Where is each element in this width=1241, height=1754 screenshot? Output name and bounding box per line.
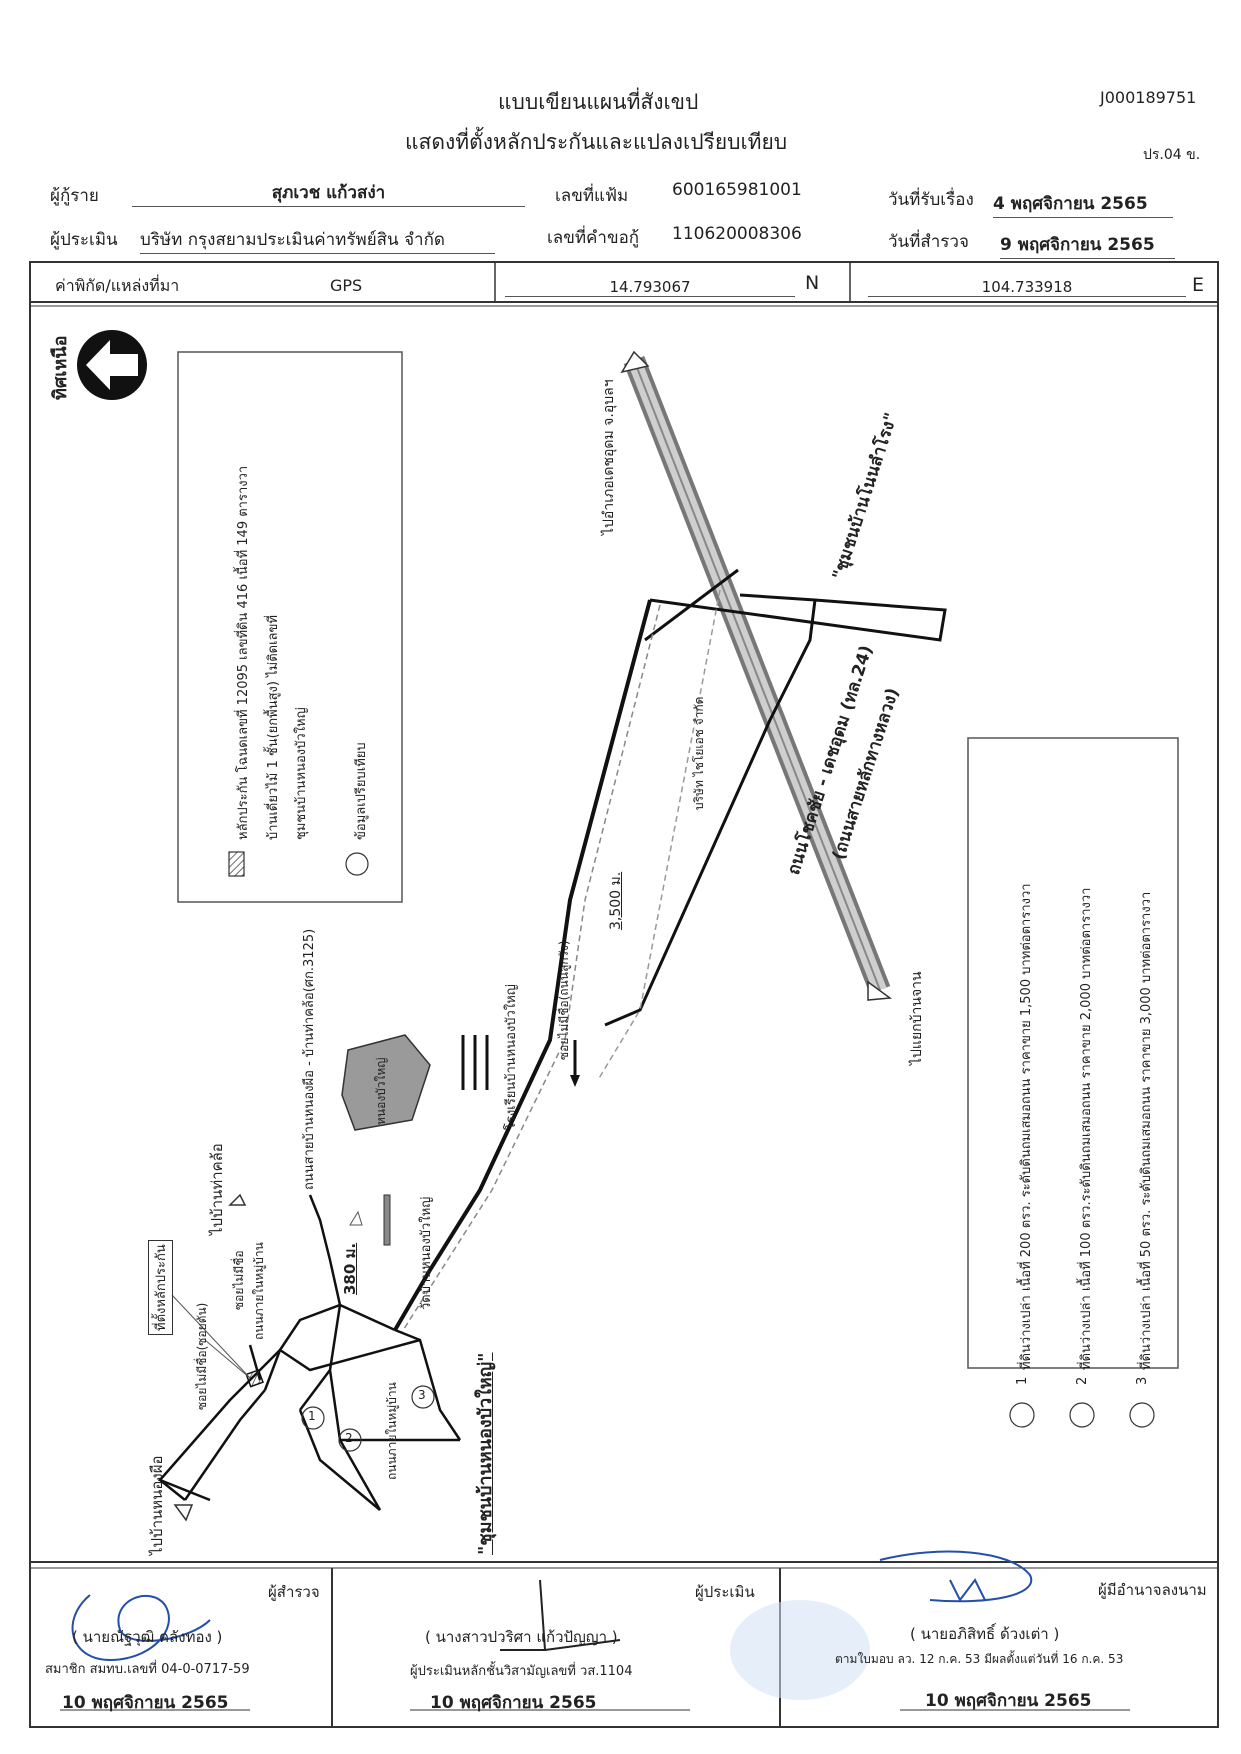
map-num-2: 2	[345, 1431, 353, 1445]
signature-appraiser	[500, 1579, 621, 1651]
label-to-ban-tha-klo: ไปบ้านท่าคล้อ	[208, 1143, 226, 1235]
price-3: ที่ดินว่างเปล่า เนื้อที่ 50 ตรว. ระดับดิ…	[1139, 891, 1154, 1370]
collateral-marker-icon	[245, 1369, 264, 1388]
north-arrow-icon	[77, 330, 147, 400]
doc-id: J000189751	[1100, 88, 1197, 107]
applicant-label: ผู้กู้ราย	[50, 186, 99, 206]
coords-lat: 14.793067	[505, 278, 795, 297]
school-icon	[461, 1035, 489, 1090]
label-soi-2: ซอยไม่มีชื่อ(ซอยตัน)	[195, 1302, 209, 1410]
appraiser-date: 10 พฤศจิกายน 2565	[430, 1693, 597, 1713]
label-school: โรงเรียนบ้านหนองบัวใหญ่	[504, 984, 519, 1130]
village-main-road	[393, 599, 652, 1332]
price-1-num: 1	[1015, 1376, 1030, 1385]
received-label: วันที่รับเรื่อง	[888, 190, 974, 210]
pond-shape	[341, 1034, 431, 1131]
appraiser-role: ผู้ประเมิน	[695, 1583, 755, 1601]
label-community-nong-bua: "ชุมชนบ้านหนองบัวใหญ่"	[475, 1352, 496, 1556]
side-roads	[604, 568, 947, 1027]
surveyor-role: ผู้สำรวจ	[268, 1583, 320, 1601]
survey-value: 9 พฤศจิกายน 2565	[1000, 231, 1175, 259]
price-3-num: 3	[1135, 1376, 1150, 1385]
coords-lat-dir: N	[805, 272, 820, 294]
coords-label: ค่าพิกัด/แหล่งที่มา	[55, 276, 180, 295]
label-village-road-2: ถนนภายในหมู่บ้าน	[385, 1382, 399, 1480]
legend-box	[177, 351, 403, 903]
appraiser-license: ผู้ประเมินหลักชั้นวิสามัญเลขที่ วส.1104	[410, 1664, 633, 1679]
north-label: ทิศเหนือ	[50, 335, 71, 400]
signature-surveyor	[71, 1594, 211, 1662]
coords-source: GPS	[330, 276, 363, 295]
label-to-det-udom: ไปอำเภอเดชอุดม จ.อุบลฯ	[601, 379, 617, 535]
map-num-1: 1	[308, 1409, 316, 1423]
appraiser-value: บริษัท กรุงสยามประเมินค่าทรัพย์สิน จำกัด	[140, 226, 495, 254]
price-2: ที่ดินว่างเปล่า เนื้อที่ 100 ตรว.ระดับดิ…	[1079, 887, 1094, 1370]
map-frame	[29, 261, 1219, 1728]
received-value: 4 พฤศจิกายน 2565	[993, 190, 1173, 218]
map-num-3: 3	[418, 1388, 426, 1402]
surveyor-date: 10 พฤศจิกายน 2565	[62, 1693, 229, 1713]
file-no-label: เลขที่แฟ้ม	[555, 186, 629, 206]
signer-role: ผู้มีอำนาจลงนาม	[1098, 1581, 1207, 1599]
price-2-num: 2	[1075, 1376, 1090, 1385]
label-road-ban-tha-klo: ถนนสายบ้านหนองผือ - บ้านท่าคล้อ(ศก.3125)	[302, 928, 317, 1190]
appraiser-name: ( นางสาวปวริศา แก้วปัญญา )	[425, 1628, 618, 1646]
surveyor-name: ( นายณัฐวุฒิ คลังทอง )	[72, 1628, 223, 1646]
label-village-road-1: ถนนภายในหมู่บ้าน	[252, 1242, 266, 1340]
label-pond: หนองบัวใหญ่	[374, 1057, 388, 1125]
label-collateral-site: ที่ตั้งหลักประกัน	[148, 1240, 173, 1335]
signer-date: 10 พฤศจิกายน 2565	[925, 1691, 1092, 1711]
label-company: บริษัท ไชโยเอช จำกัด	[692, 696, 706, 810]
signature-signer	[879, 1550, 1033, 1603]
form-subtitle: แสดงที่ตั้งหลักประกันและแปลงเปรียบเทียบ	[405, 130, 788, 154]
legend-collateral-line3: ชุมชนบ้านหนองบัวใหญ่	[294, 707, 309, 840]
collateral-legend-icon	[228, 851, 245, 877]
signer-name: ( นายอภิสิทธิ์ ด้วงเต่า )	[910, 1625, 1060, 1643]
coords-lon-dir: E	[1192, 274, 1205, 296]
label-temple: วัดบ้านหนองบัวใหญ่	[419, 1196, 434, 1310]
label-to-ban-nong-pue: ไปบ้านหนองผือ	[148, 1455, 166, 1555]
label-to-ban-chan: ไปแยกบ้านจาน	[909, 971, 925, 1065]
form-code: ปร.04 ข.	[1143, 147, 1201, 163]
survey-label: วันที่สำรวจ	[888, 232, 969, 252]
label-distance-3500: 3,500 ม.	[608, 871, 624, 930]
request-no-value: 110620008306	[672, 224, 802, 244]
surveyor-member: สมาชิก สมทบ.เลขที่ 04-0-0717-59	[45, 1662, 250, 1677]
coords-lon: 104.733918	[868, 278, 1186, 297]
temple-icon	[349, 1194, 391, 1246]
comparison-legend-icon	[345, 852, 369, 876]
form-title: แบบเขียนแผนที่สังเขป	[498, 90, 699, 114]
label-distance-380: 380 ม.	[341, 1242, 359, 1295]
highway-road	[620, 350, 893, 1001]
price-box	[967, 737, 1179, 1369]
legend-collateral-line1: หลักประกัน โฉนดเลขที่ 12095 เลขที่ดิน 41…	[236, 465, 251, 840]
label-soi-upper: ซอยไม่มีชื่อ(ถนนลูกรัง)	[557, 940, 571, 1060]
appraiser-label: ผู้ประเมิน	[50, 230, 118, 250]
applicant-value: สุภเวช แก้วสง่า	[132, 179, 525, 207]
signer-authority: ตามใบมอบ ลว. 12 ก.ค. 53 มีผลตั้งแต่วันที…	[835, 1652, 1124, 1666]
legend-comparison: ข้อมูลเปรียบเทียบ	[354, 742, 369, 840]
legend-collateral-line2: บ้านเดี่ยวไม้ 1 ชั้น(ยกพื้นสูง) ไม่ติดเล…	[266, 615, 281, 840]
stamp-watermark	[730, 1600, 870, 1700]
price-1: ที่ดินว่างเปล่า เนื้อที่ 200 ตรว. ระดับด…	[1019, 883, 1034, 1370]
file-no-value: 600165981001	[672, 180, 802, 200]
request-no-label: เลขที่คำขอกู้	[547, 228, 640, 248]
label-soi-1: ซอยไม่มีชื่อ	[232, 1250, 246, 1310]
